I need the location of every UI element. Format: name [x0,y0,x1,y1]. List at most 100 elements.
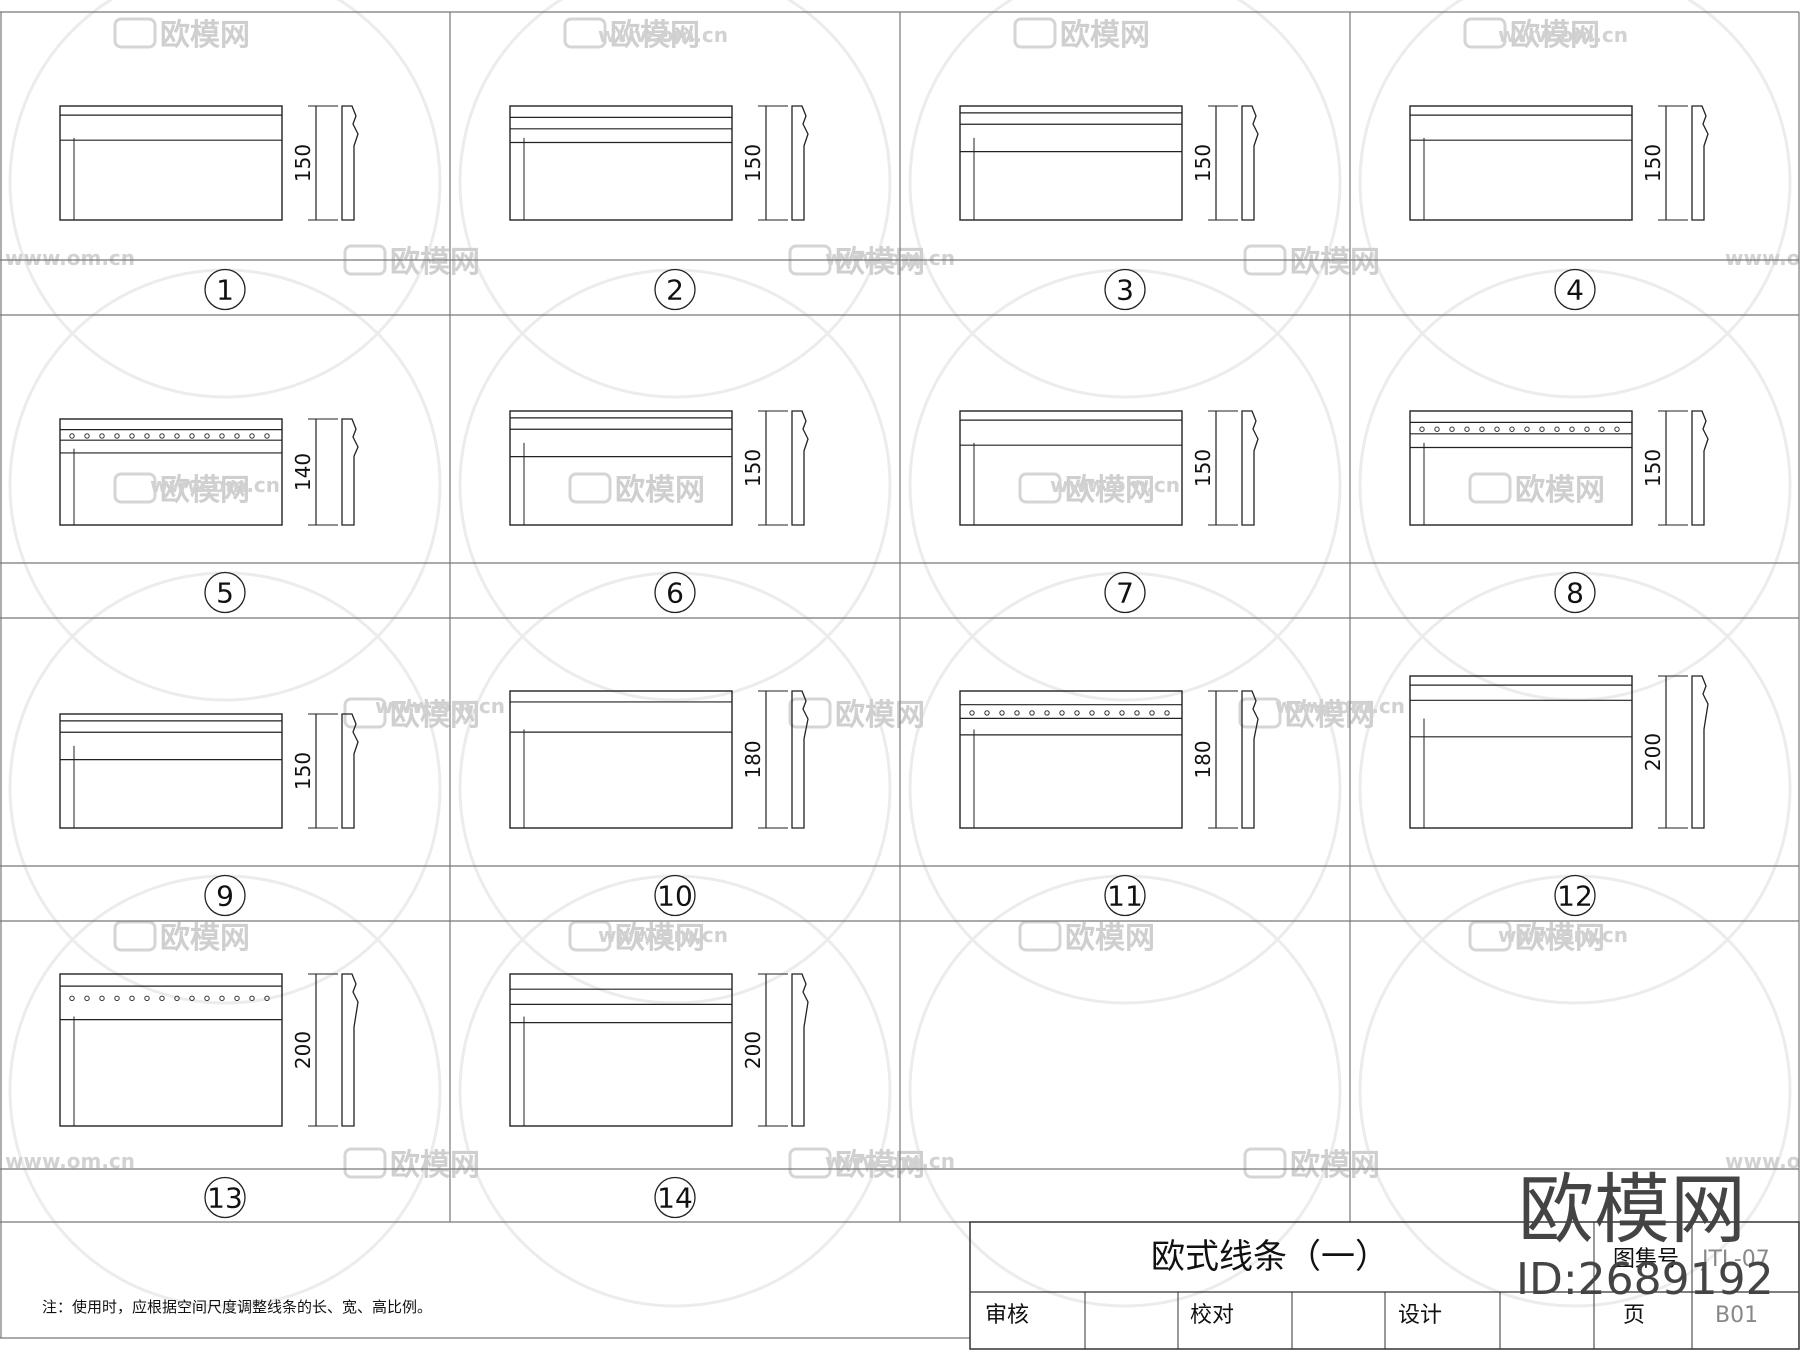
sheet-grid [0,11,1800,1339]
review-label: 审核 [985,1303,1029,1328]
bead-ornament [1029,710,1035,716]
bead-ornament [144,433,150,439]
side-profile [1241,105,1259,221]
page-label: 页 [1623,1303,1645,1328]
item-number-label: 8 [1566,577,1584,610]
watermark-brand: 欧模网 [160,921,250,956]
watermark-brand: 欧模网 [610,18,700,53]
atlas-label: 图集号 [1613,1247,1679,1272]
watermark-brand: 欧模网 [390,1148,480,1183]
bead-ornament [1089,710,1095,716]
watermark-logo [568,472,612,504]
atlas-value: JTL-07 [1700,1247,1770,1272]
bead-ornament [1014,710,1020,716]
bead-ornament [264,433,270,439]
item-number-label: 7 [1116,577,1134,610]
height-dimension-label: 150 [741,449,765,487]
height-dimension-label: 150 [1641,144,1665,182]
side-profile [1241,690,1259,829]
bead-ornament [189,433,195,439]
watermark-brand: 欧模网 [1515,473,1605,508]
proof-label: 校对 [1190,1303,1234,1328]
height-dimension-label: 150 [1191,144,1215,182]
side-profile [791,690,809,829]
bead-ornament [174,433,180,439]
elevation-outline [959,410,1183,526]
bead-ornament [1134,710,1140,716]
design-label: 设计 [1398,1303,1442,1328]
height-dimension-label: 150 [741,144,765,182]
watermark-url: www.om.cn [1725,246,1800,270]
side-profile [341,105,359,221]
item-number-label: 2 [666,274,684,307]
item-number-badge [654,571,696,614]
bead-ornament [114,433,120,439]
watermark-circle [8,0,442,399]
bead-ornament [234,433,240,439]
item-number-badge [204,1176,246,1219]
item-number-label: 11 [1107,880,1143,913]
bead-ornament [1464,426,1470,432]
elevation-outline [509,105,733,221]
watermark-logo [1468,920,1512,952]
page-value: B01 [1715,1303,1758,1328]
bead-ornament [1509,426,1515,432]
watermark-url: www.om.cn [150,473,280,497]
item-number-badge [654,874,696,917]
bead-ornament [1119,710,1125,716]
bead-ornament [1494,426,1500,432]
watermark-logo [788,697,832,729]
watermark-brand: 欧模网 [390,245,480,280]
height-dimension-label: 150 [1191,449,1215,487]
bead-ornament [969,710,975,716]
elevation-outline [509,690,733,829]
bead-ornament [129,995,135,1002]
side-profile [1691,675,1709,829]
item-number-badge [204,874,246,917]
watermark-brand: 欧模网 [1510,18,1600,53]
bead-ornament [249,433,255,439]
item-number-badge [1554,268,1596,311]
item-number-label: 5 [216,577,234,610]
bead-ornament [219,995,225,1002]
item-number-badge [1104,268,1146,311]
bead-ornament [1524,426,1530,432]
elevation-outline [1409,675,1633,829]
bead-ornament [1149,710,1155,716]
bead-ornament [1539,426,1545,432]
watermark-url: www.om.cn [825,246,955,270]
watermark-url: www.om.cn [598,923,728,947]
watermark-layer: 欧模网欧模网欧模网欧模网欧模网欧模网欧模网欧模网欧模网欧模网欧模网欧模网欧模网欧… [5,0,1800,1308]
bead-ornament [129,433,135,439]
side-profile [791,973,809,1127]
bead-ornament [249,995,255,1002]
item-number-badge [1554,571,1596,614]
bead-ornament [99,433,105,439]
height-dimension-label: 150 [291,144,315,182]
watermark-circle [908,0,1342,399]
side-profile [791,105,809,221]
watermark-logo [1463,17,1507,49]
bead-ornament [1104,710,1110,716]
item-number-label: 14 [657,1182,693,1215]
watermark-logo [343,1147,387,1179]
watermark-logo [113,920,157,952]
elevation-outline [1409,105,1633,221]
item-number-badge [1104,571,1146,614]
bead-ornament [144,995,150,1002]
bead-ornament [1164,710,1170,716]
watermark-brand: 欧模网 [1065,473,1155,508]
watermark-url: www.om.cn [1498,23,1628,47]
watermark-brand: 欧模网 [160,18,250,53]
bead-ornament [1599,426,1605,432]
side-profile [791,410,809,526]
bead-ornament [99,995,105,1002]
height-dimension-label: 200 [741,1031,765,1069]
